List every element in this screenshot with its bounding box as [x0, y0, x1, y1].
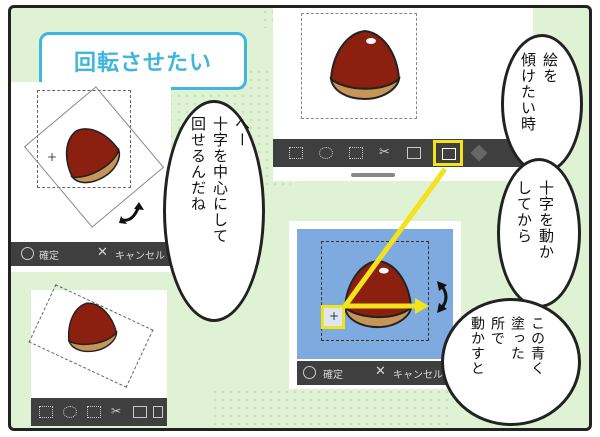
speech-text-left: へー 十字を中心にして 回せるんだね: [189, 116, 251, 244]
confirm-button[interactable]: 確定: [323, 370, 343, 381]
rotate-arrow-icon: [437, 281, 448, 313]
lasso-icon[interactable]: [63, 406, 77, 418]
cut-icon[interactable]: ✂: [111, 404, 122, 418]
center-cross-icon: +: [329, 309, 340, 323]
comic-frame: 回転させたい ✂: [8, 5, 592, 431]
page-title: 回転させたい: [73, 51, 212, 76]
cancel-icon[interactable]: ✕: [97, 245, 108, 260]
fill-select-icon[interactable]: [349, 147, 363, 159]
toolbar-left-bottom: ✂: [31, 398, 167, 426]
confirm-icon[interactable]: [303, 366, 316, 379]
toolbar-top-center: ✂: [273, 139, 533, 167]
title-box: 回転させたい: [39, 32, 247, 90]
confirm-icon[interactable]: [21, 247, 34, 260]
transform-icon: [442, 148, 456, 160]
toolbar-left: 確定 ✕ キャンセル: [11, 242, 171, 266]
speech-text-right-middle: 十字を動か してから: [515, 180, 555, 260]
cut-icon[interactable]: ✂: [379, 145, 390, 160]
panel-top-center: ✂: [273, 8, 533, 181]
rotate-arrow-icon: [119, 202, 144, 224]
selection-box: [321, 241, 429, 341]
dot-pattern-bottom: [211, 388, 451, 428]
cancel-icon[interactable]: ✕: [375, 364, 386, 379]
select-icon[interactable]: [289, 147, 303, 159]
highlight-arrows: [342, 167, 448, 314]
cancel-button[interactable]: キャンセル: [393, 370, 443, 381]
speech-bubble-right-top: [501, 34, 583, 174]
select-icon[interactable]: [39, 406, 53, 418]
lasso-icon[interactable]: [319, 147, 333, 159]
panel-left: + 確定 ✕ キャンセル: [11, 82, 171, 272]
copy-icon[interactable]: [407, 147, 421, 159]
chestnut-illustration-selected: [343, 259, 413, 329]
center-cross-highlight[interactable]: +: [321, 305, 345, 329]
rotation-bbox: [37, 90, 131, 188]
panel-left-bottom: ✂: [28, 284, 167, 426]
cancel-button[interactable]: キャンセル: [115, 251, 165, 262]
chestnut-illustration-bottom: [67, 302, 118, 353]
toolbar-bottom-center: 確定 ✕ キャンセル: [297, 361, 461, 385]
speech-bubble-right-bottom: [441, 298, 581, 426]
transform-icon[interactable]: [153, 406, 163, 418]
transform-icon-highlight[interactable]: [433, 140, 463, 166]
copy-icon[interactable]: [133, 406, 147, 418]
speech-text-right-bottom: この青く 塗った 所で 動かすと: [469, 316, 545, 376]
fill-select-icon[interactable]: [87, 406, 101, 418]
confirm-button[interactable]: 確定: [39, 251, 59, 262]
speech-text-right-top: 絵を 傾けたい時: [519, 52, 559, 132]
speech-bubble-left: [163, 100, 265, 322]
chestnut-illustration: [329, 29, 401, 101]
center-cross-icon[interactable]: +: [47, 150, 58, 164]
chestnut-illustration-rotated: [65, 128, 121, 184]
canvas-area: [301, 13, 417, 119]
scroll-handle[interactable]: [351, 173, 395, 177]
